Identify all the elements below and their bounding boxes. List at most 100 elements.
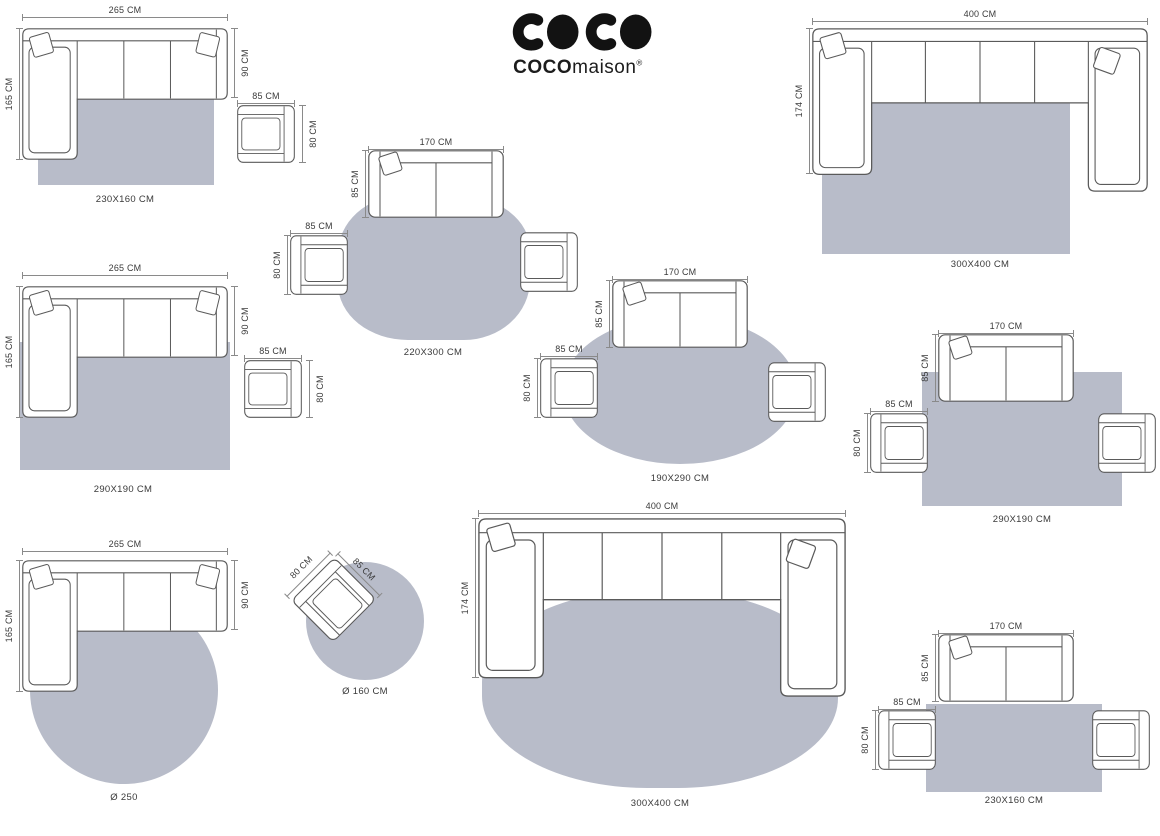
dimension-line: [244, 355, 302, 362]
dimension-line: [306, 360, 313, 418]
dim-chair-width: 85 CM: [870, 398, 928, 416]
rug-size-label: 190X290 CM: [650, 473, 710, 484]
dimension-line: [806, 28, 813, 174]
rug-size-label: 230X160 CM: [984, 795, 1044, 806]
dimension-line: [290, 230, 348, 237]
rug-size-label: 290X190 CM: [992, 514, 1052, 525]
dimension-line: [612, 276, 748, 283]
dim-sofa-width: 400 CM: [812, 8, 1148, 26]
three-seat-sofa: [938, 634, 1074, 702]
dim-sofa-width: 265 CM: [22, 538, 228, 556]
dim-chair-depth: 80 CM: [270, 235, 291, 295]
rug-size-label: 290X190 CM: [93, 484, 153, 495]
dimension-line: [932, 334, 939, 402]
dim-sofa-depth: 85 CM: [918, 634, 939, 702]
dimension-line: [864, 413, 871, 473]
dimension-line: [878, 706, 936, 713]
dimension-line: [22, 272, 228, 279]
dimension-line: [16, 560, 23, 692]
dimension-line: [231, 28, 238, 98]
dim-sofa-depth: 165 CM: [2, 286, 23, 418]
dim-chair-depth: 80 CM: [520, 358, 541, 418]
armchair: [870, 413, 928, 473]
dim-sofa-depth: 85 CM: [592, 280, 613, 348]
dim-chair-width: 85 CM: [244, 345, 302, 363]
dimension-line: [22, 14, 228, 21]
sectional-sofa: [22, 286, 228, 418]
armchair: [244, 360, 302, 418]
dimension-line: [368, 146, 504, 153]
dim-chair-width: 85 CM: [540, 343, 598, 361]
three-seat-sofa: [938, 334, 1074, 402]
armchair: [290, 235, 348, 295]
sectional-sofa: [22, 28, 228, 160]
dimension-line: [534, 358, 541, 418]
dim-chair-depth: 80 CM: [858, 710, 879, 770]
dimension-line: [237, 100, 295, 107]
three-seat-sofa: [612, 280, 748, 348]
armchair: [237, 105, 295, 163]
dimension-line: [872, 710, 879, 770]
rug-rect: [926, 704, 1102, 792]
dimension-line: [938, 630, 1074, 637]
sectional-sofa: [22, 560, 228, 692]
dimension-line: [22, 548, 228, 555]
armchair: [1092, 710, 1150, 770]
dimension-line: [870, 408, 928, 415]
dim-chair-width: 85 CM: [237, 90, 295, 108]
dim-sofa-width: 265 CM: [22, 262, 228, 280]
u-shaped-sofa: [812, 28, 1148, 192]
dim-chair-depth: 80 CM: [850, 413, 871, 473]
dim-sofa-width: 400 CM: [478, 500, 846, 518]
rug-size-label: 300X400 CM: [950, 259, 1010, 270]
armchair: [520, 232, 578, 292]
dimension-line: [472, 518, 479, 678]
rug-size-label: 300X400 CM: [630, 798, 690, 809]
rug-size-label: 220X300 CM: [403, 347, 463, 358]
armchair: [878, 710, 936, 770]
dimension-line: [606, 280, 613, 348]
rug-size-label: Ø 160 CM: [342, 686, 388, 697]
dimension-line: [932, 634, 939, 702]
dimension-line: [540, 353, 598, 360]
dimension-line: [231, 286, 238, 356]
brand-name-light: maison: [572, 57, 637, 78]
rug-organic: [338, 196, 530, 340]
dim-sofa-width: 265 CM: [22, 4, 228, 22]
dim-sofa-side: 90 CM: [231, 28, 251, 98]
rug-size-label: Ø 250: [110, 792, 138, 803]
dimension-line: [16, 286, 23, 418]
armchair: [1098, 413, 1156, 473]
dim-sofa-width: 170 CM: [938, 620, 1074, 638]
dim-chair-depth: 80 CM: [306, 360, 326, 418]
dimension-line: [16, 28, 23, 160]
dim-sofa-side: 90 CM: [231, 286, 251, 356]
dim-sofa-depth: 174 CM: [792, 28, 813, 174]
dim-sofa-width: 170 CM: [368, 136, 504, 154]
dim-chair-depth: 80 CM: [299, 105, 319, 163]
three-seat-sofa: [368, 150, 504, 218]
brand-name: COCOmaison®: [478, 57, 678, 79]
dimension-line: [231, 560, 238, 630]
dimension-line: [284, 235, 291, 295]
dim-sofa-depth: 174 CM: [458, 518, 479, 678]
armchair: [768, 362, 826, 422]
dim-sofa-depth: 85 CM: [348, 150, 369, 218]
dim-sofa-side: 90 CM: [231, 560, 251, 630]
dim-chair-width: 85 CM: [290, 220, 348, 238]
dimension-line: [478, 510, 846, 517]
brand-name-bold: COCO: [513, 57, 573, 78]
registered-mark: ®: [636, 58, 643, 68]
dimension-line: [812, 18, 1148, 25]
dim-sofa-depth: 85 CM: [918, 334, 939, 402]
dimension-line: [938, 330, 1074, 337]
dim-sofa-depth: 165 CM: [2, 28, 23, 160]
dim-sofa-depth: 165 CM: [2, 560, 23, 692]
dim-chair-width: 85 CM: [878, 696, 936, 714]
dim-sofa-width: 170 CM: [938, 320, 1074, 338]
dimension-line: [299, 105, 306, 163]
u-shaped-sofa: [478, 518, 846, 697]
dim-sofa-width: 170 CM: [612, 266, 748, 284]
armchair: [540, 358, 598, 418]
